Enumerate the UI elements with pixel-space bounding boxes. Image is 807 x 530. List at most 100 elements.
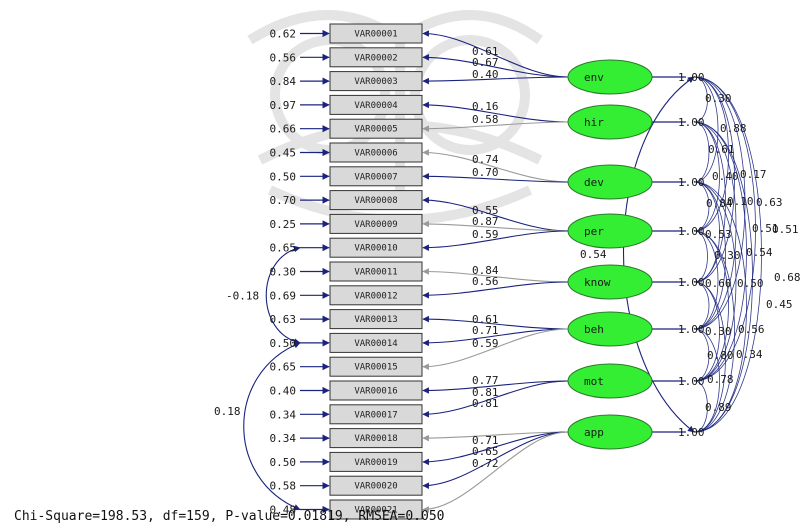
indicator-label: VAR00019: [354, 458, 397, 468]
factor-correlation-arc: [693, 181, 726, 330]
loading-arrow: [422, 173, 569, 183]
correlation-label: 0.61: [708, 143, 735, 156]
factor-correlation-arc: [693, 230, 729, 382]
indicator-label: VAR00020: [354, 482, 397, 492]
indicator-label: VAR00004: [354, 101, 397, 111]
error-variance-label: 0.65: [270, 361, 297, 374]
indicator-box: [329, 309, 423, 330]
correlation-label: 0.17: [740, 168, 767, 181]
factor-variance-label: 1.00: [678, 426, 705, 439]
correlation-label: 0.53: [705, 228, 732, 241]
loading-label: 0.71: [472, 324, 499, 337]
latent-factor: [567, 164, 653, 200]
loading-arrow: [422, 431, 569, 489]
indicator-box: [329, 285, 423, 306]
indicator-label: VAR00008: [354, 196, 397, 206]
indicator-box: [329, 356, 423, 377]
factor-variance-label: 1.00: [678, 375, 705, 388]
error-variance-label: 0.66: [270, 123, 297, 136]
factor-correlation-arc: [693, 76, 756, 382]
factor-variance-label: 1.00: [678, 276, 705, 289]
error-variance-label: 0.45: [270, 147, 297, 160]
indicator-box: [329, 166, 423, 187]
correlation-label: 0.51: [752, 222, 779, 235]
loading-arrow: [422, 380, 569, 418]
indicator-box: [329, 213, 423, 234]
error-covariance-arc: [243, 342, 301, 511]
loading-arrow: [422, 268, 569, 283]
loading-arrow: [422, 220, 569, 232]
factor-correlation-arc: [693, 328, 710, 382]
loading-label: 0.87: [472, 215, 499, 228]
loading-arrow: [422, 431, 569, 466]
indicator-label: VAR00011: [354, 268, 397, 278]
latent-factor: [567, 213, 653, 249]
indicator-box: [329, 499, 423, 520]
factor-correlation-arc: [693, 181, 710, 232]
factor-label: per: [584, 225, 604, 238]
error-variance-label: 0.50: [270, 170, 297, 183]
indicator-box: [329, 71, 423, 92]
fit-statistics: Chi-Square=198.53, df=159, P-value=0.018…: [14, 509, 444, 524]
error-variance-label: 0.62: [270, 28, 297, 41]
loading-label: 0.77: [472, 374, 499, 387]
loading-label: 0.67: [472, 56, 499, 69]
factor-variance-label: 1.00: [678, 116, 705, 129]
loading-arrow: [422, 30, 569, 78]
factor-correlation-arc: [693, 380, 708, 433]
indicator-label: VAR00009: [354, 220, 397, 230]
error-variance-label: 0.84: [270, 75, 297, 88]
loading-arrow: [422, 328, 569, 370]
indicator-box: [329, 94, 423, 115]
loading-label: 0.70: [472, 166, 499, 179]
factor-variance-label: 1.00: [678, 225, 705, 238]
factor-label: dev: [584, 176, 604, 189]
loading-arrow: [422, 281, 569, 299]
error-variance-label: 0.58: [270, 480, 297, 493]
loading-arrow: [422, 431, 569, 442]
error-variance-label: 0.56: [270, 51, 297, 64]
indicator-label: VAR00012: [354, 291, 397, 301]
loading-label: 0.72: [472, 457, 499, 470]
loading-arrow: [422, 121, 569, 132]
error-variance-label: 0.50: [270, 337, 297, 350]
error-variance-label: 0.65: [270, 242, 297, 255]
factor-variance-label: 1.00: [678, 71, 705, 84]
factor-label: app: [584, 426, 604, 439]
loading-label: 0.84: [472, 264, 499, 277]
factor-variance-label: 1.00: [678, 323, 705, 336]
indicator-label: VAR00010: [354, 244, 397, 254]
indicator-box: [329, 404, 423, 425]
correlation-label: 0.30: [705, 325, 732, 338]
latent-factor: [567, 264, 653, 300]
correlation-label: 0.80: [707, 349, 734, 362]
error-variance-label: 0.34: [270, 432, 297, 445]
error-variance-label: 0.40: [270, 385, 297, 398]
indicator-box: [329, 380, 423, 401]
factor-label: hir: [584, 116, 604, 129]
indicator-box: [329, 237, 423, 258]
loading-label: 0.81: [472, 386, 499, 399]
indicator-box: [329, 190, 423, 211]
loading-label: 0.59: [472, 228, 499, 241]
latent-factor: [567, 363, 653, 399]
indicator-label: VAR00013: [354, 315, 397, 325]
correlation-label: 0.89: [705, 401, 732, 414]
error-variance-label: 0.25: [270, 218, 297, 231]
indicator-box: [329, 118, 423, 139]
indicator-label: VAR00017: [354, 410, 397, 420]
factor-correlation-arc: [693, 121, 710, 183]
indicator-label: VAR00015: [354, 363, 397, 373]
factor-correlation-arc: [693, 76, 729, 232]
indicator-label: VAR00021: [354, 506, 397, 516]
correlation-label: 0.84: [706, 197, 733, 210]
loading-label: 0.59: [472, 337, 499, 350]
indicator-box: [329, 23, 423, 44]
indicator-label: VAR00007: [354, 172, 397, 182]
correlation-label: 0.54: [746, 246, 773, 259]
loading-arrow: [422, 230, 569, 251]
loading-arrow: [422, 315, 569, 330]
correlation-label: 0.50: [737, 277, 764, 290]
indicator-box: [329, 47, 423, 68]
